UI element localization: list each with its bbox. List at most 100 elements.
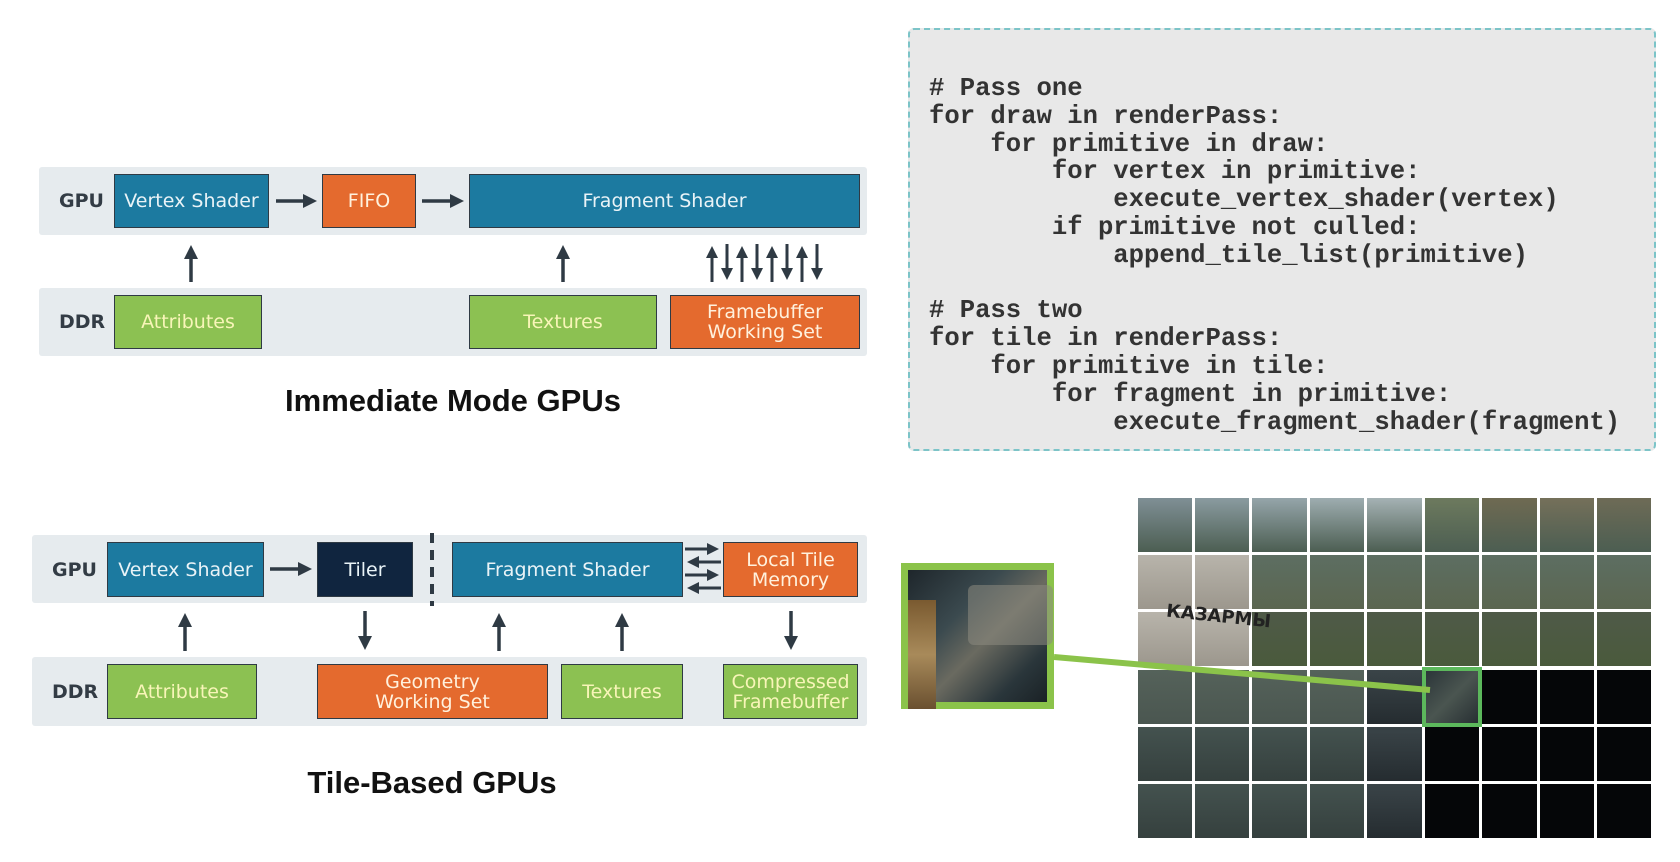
- unrendered-tile: [1597, 784, 1652, 839]
- highlighted-tile: [1421, 666, 1483, 727]
- rendered-tile: [1367, 669, 1422, 724]
- rendered-tile: [1309, 726, 1365, 782]
- code-line: # Pass one: [929, 74, 1083, 103]
- tb-gpu-label: GPU: [52, 558, 97, 581]
- tb-compressed-line2: Framebuffer: [732, 690, 849, 713]
- tb-geometry-line1: Geometry: [385, 670, 480, 693]
- rendered-tile: [1137, 497, 1192, 552]
- tb-vertex-shader-box: Vertex Shader: [107, 542, 264, 597]
- unrendered-tile: [1597, 726, 1652, 782]
- code-line: execute_fragment_shader(fragment): [929, 407, 1621, 437]
- unrendered-tile: [1482, 726, 1537, 782]
- tb-tiler-box: Tiler: [317, 542, 413, 597]
- rendered-tile: [1137, 784, 1192, 839]
- rendered-tile: [1309, 784, 1365, 839]
- imr-fragment-shader-box: Fragment Shader: [469, 174, 860, 228]
- tb-compressed-line1: Compressed: [731, 670, 850, 693]
- imr-framebuffer-line1: Framebuffer: [707, 301, 823, 323]
- imr-attributes-box: Attributes: [114, 295, 262, 349]
- unrendered-tile: [1424, 726, 1480, 782]
- code-line: for primitive in draw:: [929, 129, 1329, 159]
- inset-rock: [968, 585, 1053, 645]
- code-line: # Pass two: [929, 296, 1083, 326]
- rendered-tile: [1424, 612, 1480, 667]
- tb-fs-tile-memory-bidirectional-arrows: [685, 543, 721, 594]
- imr-title: Immediate Mode GPUs: [285, 383, 621, 418]
- rendered-tile: [1482, 612, 1537, 667]
- rendered-tile: [1597, 612, 1652, 667]
- tb-local-tile-line2: Memory: [751, 568, 830, 591]
- imr-gpu-label: GPU: [59, 190, 104, 212]
- rendered-tile: [1424, 497, 1480, 552]
- rendered-tile: [1309, 554, 1365, 610]
- imr-vertex-shader-box: Vertex Shader: [114, 174, 269, 228]
- tb-local-tile-memory-box: Local Tile Memory: [723, 542, 858, 597]
- rendered-tile: [1252, 497, 1307, 552]
- code-line: for draw in renderPass:: [929, 101, 1283, 131]
- rendered-tile: [1194, 612, 1250, 667]
- code-line: for primitive in tile:: [929, 352, 1329, 381]
- rendered-tile: [1194, 784, 1250, 839]
- rendered-tile: [1194, 497, 1250, 552]
- rendered-tile: [1137, 612, 1192, 667]
- tb-geometry-line2: Working Set: [375, 690, 490, 713]
- rendered-tile: [1194, 554, 1250, 610]
- unrendered-tile: [1424, 784, 1480, 839]
- rendered-tile: [1252, 726, 1307, 782]
- rendered-tile: [1252, 612, 1307, 667]
- unrendered-tile: [1539, 784, 1595, 839]
- tb-attributes-box: Attributes: [107, 664, 257, 719]
- tb-compressed-framebuffer-box: Compressed Framebuffer: [723, 664, 858, 719]
- rendered-tile: [1194, 669, 1250, 724]
- imr-framebuffer-box: Framebuffer Working Set: [670, 295, 860, 349]
- imr-arrows: [184, 194, 823, 282]
- tb-fragment-shader-box: Fragment Shader: [452, 542, 683, 597]
- rendered-tile: [1482, 554, 1537, 610]
- rendered-tile: [1252, 784, 1307, 839]
- rendered-tile: [1137, 669, 1192, 724]
- unrendered-tile: [1482, 784, 1537, 839]
- tb-arrows: [178, 533, 798, 651]
- rendered-tile: [1194, 726, 1250, 782]
- unrendered-tile: [1597, 669, 1652, 724]
- code-line: if primitive not culled:: [929, 213, 1421, 242]
- imr-ddr-label: DDR: [59, 311, 106, 333]
- imr-framebuffer-line2: Working Set: [707, 321, 823, 343]
- code-line: for fragment in primitive:: [929, 379, 1452, 409]
- tb-title: Tile-Based GPUs: [307, 765, 557, 800]
- game-scene-tile-grid: КАЗАРМЫ: [1136, 496, 1653, 840]
- rendered-tile: [1367, 784, 1422, 839]
- rendered-tile: [1367, 554, 1422, 610]
- rendered-tile: [1597, 554, 1652, 610]
- rendered-tile: [1367, 497, 1422, 552]
- rendered-tile: [1309, 612, 1365, 667]
- rendered-tile: [1597, 497, 1652, 552]
- rendered-tile: [1482, 497, 1537, 552]
- rendered-tile: [1309, 497, 1365, 552]
- rendered-tile: [1367, 612, 1422, 667]
- unrendered-tile: [1482, 669, 1537, 724]
- rendered-tile: [1539, 612, 1595, 667]
- inset-strap: [908, 600, 936, 709]
- rendered-tile: [1539, 497, 1595, 552]
- zoom-inset: [901, 563, 1054, 709]
- rendered-tile: [1367, 726, 1422, 782]
- rendered-tile: [1252, 554, 1307, 610]
- tb-textures-box: Textures: [561, 664, 683, 719]
- imr-fifo-box: FIFO: [322, 174, 416, 228]
- rendered-tile: [1137, 726, 1192, 782]
- unrendered-tile: [1539, 669, 1595, 724]
- imr-framebuffer-bidirectional-arrows: [706, 244, 823, 282]
- tb-local-tile-line1: Local Tile: [746, 548, 835, 571]
- code-line: execute_vertex_shader(vertex): [929, 185, 1559, 215]
- tb-ddr-label: DDR: [52, 680, 99, 703]
- imr-textures-box: Textures: [469, 295, 657, 349]
- rendered-tile: [1137, 554, 1192, 610]
- unrendered-tile: [1539, 726, 1595, 782]
- code-line: append_tile_list(primitive): [929, 240, 1528, 270]
- code-line: for tile in renderPass:: [929, 324, 1283, 354]
- rendered-tile: [1424, 554, 1480, 610]
- code-line: for vertex in primitive:: [929, 157, 1421, 187]
